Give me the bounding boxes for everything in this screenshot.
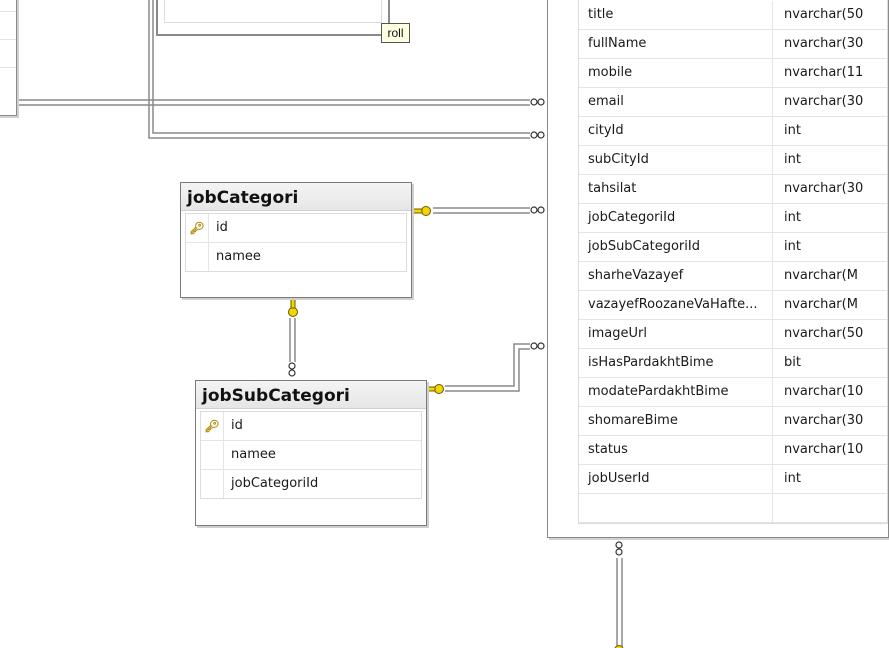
column-name: jobSubCategoriId (588, 239, 700, 254)
empty-cell (772, 494, 784, 522)
relation-line-jobCategoriId (433, 207, 530, 214)
tooltip-roll: roll (381, 23, 410, 43)
column-name: namee (231, 447, 276, 462)
column-name: jobCategoriId (231, 476, 319, 491)
column-type: nvarchar(30 (772, 407, 863, 435)
column-type: nvarchar(30 (772, 88, 863, 116)
table-fragment-grid (164, 0, 382, 23)
column-row[interactable]: subCityId int (579, 146, 887, 175)
column-name: cityId (588, 123, 624, 138)
table-fragment-top[interactable] (156, 0, 390, 36)
column-name: shomareBime (588, 413, 678, 428)
column-name: namee (216, 249, 261, 264)
table-fragment-left[interactable] (0, 0, 17, 116)
column-name: jobCategoriId (588, 210, 676, 225)
column-type: nvarchar(30 (772, 175, 863, 203)
column-row[interactable]: sharheVazayef nvarchar(M (579, 262, 887, 291)
column-row[interactable]: vazayefRoozaneVaHafte... nvarchar(M (579, 291, 887, 320)
column-name: jobUserId (588, 471, 650, 486)
column-type: nvarchar(11 (772, 59, 863, 87)
row-gutter (201, 441, 224, 469)
column-name: id (231, 418, 243, 433)
relation-line-jobSubCategoriId (445, 343, 530, 392)
table-jobCategori[interactable]: jobCategori 🔑︎ id namee (180, 182, 412, 298)
column-row[interactable]: status nvarchar(10 (579, 436, 887, 465)
column-type: nvarchar(50 (772, 320, 863, 348)
column-row[interactable]: imageUrl nvarchar(50 (579, 320, 887, 349)
column-name: sharheVazayef (588, 268, 684, 283)
column-list: 🔑︎ id namee jobCategoriId (200, 411, 422, 499)
column-row[interactable]: cityId int (579, 117, 887, 146)
empty-row[interactable] (579, 494, 887, 523)
column-row[interactable]: jobUserId int (579, 465, 887, 494)
column-name: isHasPardakhtBime (588, 355, 714, 370)
column-row[interactable]: modatePardakhtBime nvarchar(10 (579, 378, 887, 407)
relation-line-bottom (616, 558, 623, 648)
relation-line-cityId (148, 0, 530, 139)
key-end-icon (288, 206, 624, 648)
column-type: int (772, 117, 801, 145)
primary-key-icon: 🔑︎ (201, 412, 224, 440)
table-jobSubCategori[interactable]: jobSubCategori 🔑︎ id namee jobCategoriId (195, 380, 427, 526)
column-row[interactable]: namee (186, 243, 406, 271)
column-name: status (588, 442, 628, 457)
column-row[interactable]: 🔑︎ id (201, 412, 421, 441)
column-name: vazayefRoozaneVaHafte... (588, 297, 758, 312)
column-type: nvarchar(M (772, 291, 858, 319)
column-list: 🔑︎ id namee (185, 213, 407, 272)
column-type: int (772, 204, 801, 232)
column-type: int (772, 146, 801, 174)
column-row[interactable]: 🔑︎ id (186, 214, 406, 243)
column-name: id (216, 220, 228, 235)
table-title: jobSubCategori (196, 381, 426, 409)
column-type: int (772, 233, 801, 261)
column-type: nvarchar(10 (772, 378, 863, 406)
column-name: title (588, 7, 614, 22)
column-name: subCityId (588, 152, 649, 167)
column-row[interactable]: isHasPardakhtBime bit (579, 349, 887, 378)
column-type: nvarchar(30 (772, 30, 863, 58)
relationship-lines (18, 0, 624, 648)
column-row[interactable]: tahsilat nvarchar(30 (579, 175, 887, 204)
column-name: tahsilat (588, 181, 637, 196)
infinity-icon (288, 98, 623, 556)
column-row[interactable]: namee (201, 441, 421, 470)
column-row[interactable]: fullName nvarchar(30 (579, 30, 887, 59)
column-type: nvarchar(50 (772, 1, 863, 29)
row-gutter (186, 243, 209, 271)
column-type: nvarchar(10 (772, 436, 863, 464)
column-name: modatePardakhtBime (588, 384, 729, 399)
column-type: int (772, 465, 801, 493)
column-name: mobile (588, 65, 633, 80)
table-title: jobCategori (181, 183, 411, 211)
column-row[interactable]: jobCategoriId (201, 470, 421, 498)
column-row[interactable]: jobSubCategoriId int (579, 233, 887, 262)
column-row[interactable]: mobile nvarchar(11 (579, 59, 887, 88)
column-row[interactable]: title nvarchar(50 (579, 1, 887, 30)
relation-line-email (18, 99, 530, 106)
column-row[interactable]: shomareBime nvarchar(30 (579, 407, 887, 436)
column-name: imageUrl (588, 326, 647, 341)
column-row[interactable]: email nvarchar(30 (579, 88, 887, 117)
column-row[interactable]: jobCategoriId int (579, 204, 887, 233)
column-type: bit (772, 349, 801, 377)
relation-line-categori-sub (289, 318, 296, 362)
column-type: nvarchar(M (772, 262, 858, 290)
row-gutter (201, 470, 224, 498)
primary-key-icon: 🔑︎ (186, 214, 209, 242)
column-name: email (588, 94, 624, 109)
column-name: fullName (588, 36, 647, 51)
